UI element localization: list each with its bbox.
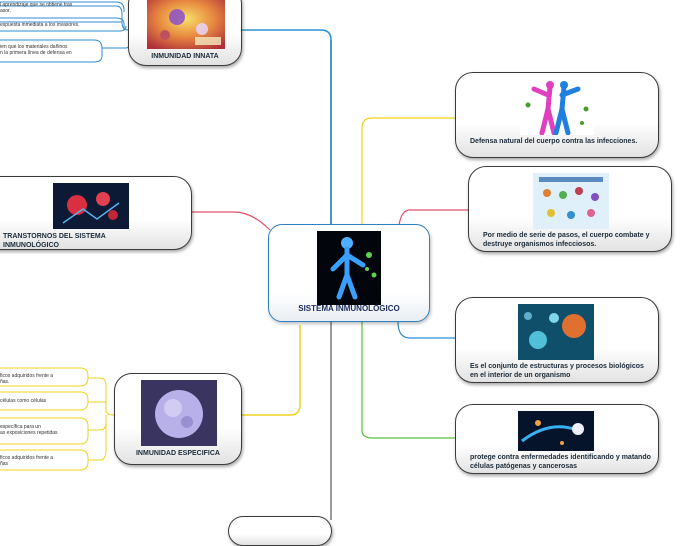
defensa-caption: Defensa natural del cuerpo contra las in… xyxy=(470,137,640,146)
especifica-leaf-2-line1: células como células xyxy=(0,398,80,404)
protege-image xyxy=(518,411,594,451)
especifica-leaf-1[interactable]: ficos adquiridos frente a ñas. xyxy=(0,371,84,389)
node-protege[interactable]: protege contra enfermedades identificand… xyxy=(455,404,659,474)
especifica-leaf-2[interactable]: células como células xyxy=(0,396,84,408)
node-conjunto[interactable]: Es el conjunto de estructuras y procesos… xyxy=(455,297,659,383)
center-image xyxy=(317,231,381,305)
especifica-leaf-1-line2: ñas. xyxy=(0,379,80,385)
node-inmunidad-especifica[interactable]: INMUNIDAD ESPECIFICA xyxy=(114,373,242,465)
pasos-image xyxy=(533,173,609,229)
innata-leaf-3-line2: n la primera línea de defensa en xyxy=(0,50,94,56)
defensa-image xyxy=(520,79,594,135)
conjunto-image xyxy=(518,304,594,360)
node-transtornos[interactable]: TRANSTORNOS DEL SISTEMA INMUNOLÓGICO xyxy=(0,176,192,250)
especifica-leaf-3-line2: as exposiciones repetidas xyxy=(0,430,80,436)
node-bottom-partial[interactable] xyxy=(228,516,332,546)
innata-leaf-1-line2: asor. xyxy=(0,8,114,14)
central-topic[interactable]: SISTEMA INMUNOLÓGICO xyxy=(268,224,430,322)
innata-leaf-2-line1: espuesta inmediata a los invasores. xyxy=(0,22,114,28)
central-topic-title: SISTEMA INMUNOLÓGICO xyxy=(269,304,429,313)
innata-caption: INMUNIDAD INNATA xyxy=(129,52,241,61)
especifica-leaf-4-line2: ñas xyxy=(0,461,80,467)
transtornos-image xyxy=(53,183,129,229)
especifica-image xyxy=(141,380,217,446)
especifica-caption: INMUNIDAD ESPECIFICA xyxy=(115,449,241,458)
pasos-caption: Por medio de serie de pasos, el cuerpo c… xyxy=(483,231,667,249)
protege-caption: protege contra enfermedades identificand… xyxy=(470,453,654,471)
innata-leaf-1[interactable]: l aprendizaje que se obtiene tras asor. xyxy=(0,0,118,18)
node-pasos[interactable]: Por medio de serie de pasos, el cuerpo c… xyxy=(468,166,672,252)
innata-image xyxy=(147,0,225,49)
innata-leaf-2[interactable]: espuesta inmediata a los invasores. xyxy=(0,20,118,32)
especifica-leaf-4[interactable]: ficos adquiridos frente a ñas xyxy=(0,453,84,471)
transtornos-caption: TRANSTORNOS DEL SISTEMA INMUNOLÓGICO xyxy=(3,232,133,250)
innata-leaf-3[interactable]: ien que los materiales dañinos n la prim… xyxy=(0,42,98,60)
especifica-leaf-3[interactable]: específica para un as exposiciones repet… xyxy=(0,422,84,440)
node-inmunidad-innata[interactable]: INMUNIDAD INNATA xyxy=(128,0,242,66)
conjunto-caption: Es el conjunto de estructuras y procesos… xyxy=(470,362,650,380)
node-defensa[interactable]: Defensa natural del cuerpo contra las in… xyxy=(455,72,659,158)
